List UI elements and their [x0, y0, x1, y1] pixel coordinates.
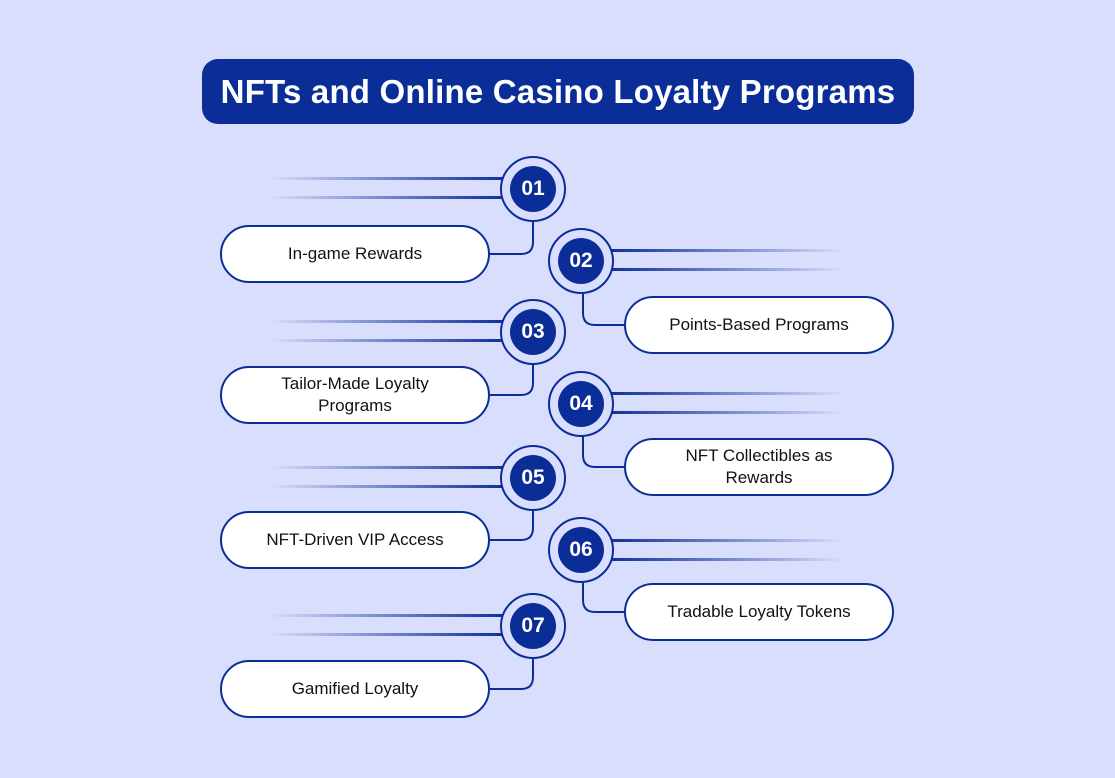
- step-01-badge: 01: [500, 156, 566, 222]
- step-04-label: NFT Collectibles as Rewards: [624, 438, 894, 496]
- step-04-lines: [582, 392, 845, 468]
- step-02-badge: 02: [548, 228, 614, 294]
- step-06-lines: [582, 539, 845, 613]
- page-title: NFTs and Online Casino Loyalty Programs: [202, 59, 914, 124]
- step-02-number: 02: [558, 238, 604, 284]
- step-05-label: NFT-Driven VIP Access: [220, 511, 490, 569]
- step-03-label: Tailor-Made Loyalty Programs: [220, 366, 490, 424]
- step-05-number: 05: [510, 455, 556, 501]
- step-03-number: 03: [510, 309, 556, 355]
- step-06-label: Tradable Loyalty Tokens: [624, 583, 894, 641]
- step-05-badge: 05: [500, 445, 566, 511]
- step-01-number: 01: [510, 166, 556, 212]
- step-03-lines: [268, 320, 534, 396]
- step-02-lines: [582, 249, 845, 326]
- step-07-label: Gamified Loyalty: [220, 660, 490, 718]
- step-06-number: 06: [558, 527, 604, 573]
- step-04-number: 04: [558, 381, 604, 427]
- step-07-badge: 07: [500, 593, 566, 659]
- step-05-lines: [268, 466, 534, 541]
- step-01-label: In-game Rewards: [220, 225, 490, 283]
- step-01-lines: [268, 177, 534, 255]
- step-06-badge: 06: [548, 517, 614, 583]
- step-07-lines: [268, 614, 534, 690]
- step-02-label: Points-Based Programs: [624, 296, 894, 354]
- step-03-badge: 03: [500, 299, 566, 365]
- step-07-number: 07: [510, 603, 556, 649]
- step-04-badge: 04: [548, 371, 614, 437]
